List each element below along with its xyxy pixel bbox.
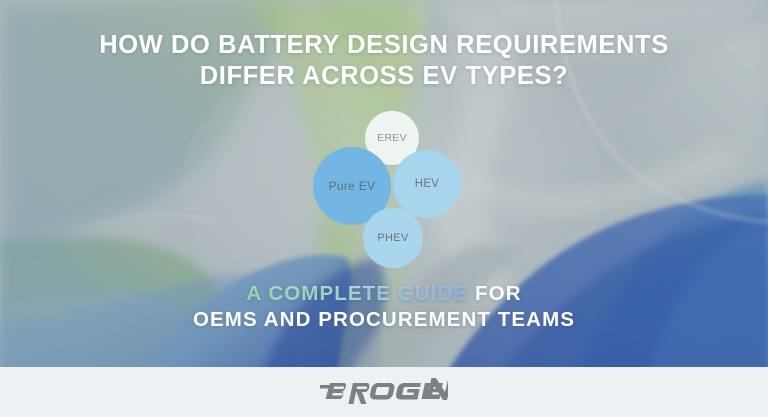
bubble-erev-label: EREV xyxy=(377,132,407,144)
bubble-phev-label: PHEV xyxy=(377,232,409,244)
brogen-logo-icon xyxy=(318,378,453,404)
brogen-logo xyxy=(318,378,453,406)
bubble-pure-ev-label: Pure EV xyxy=(328,179,376,193)
bubble-hev-label: HEV xyxy=(414,178,440,190)
bubble-hev: HEV xyxy=(393,150,461,218)
bubble-phev: PHEV xyxy=(363,208,423,268)
footer-bar xyxy=(0,367,768,417)
